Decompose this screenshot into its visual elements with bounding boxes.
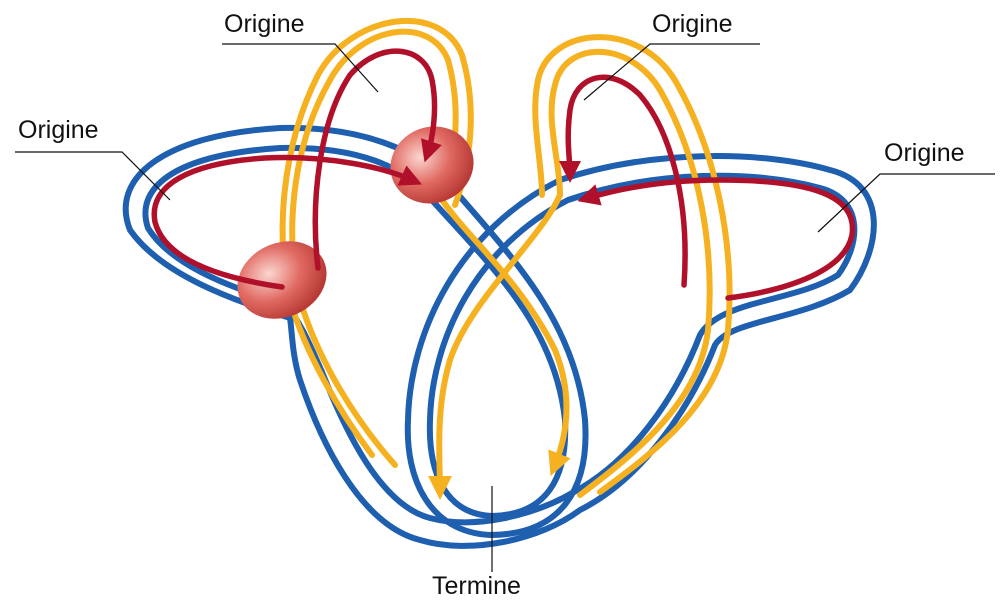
label-origin-left: Origine: [18, 118, 99, 143]
leader-lines: [15, 44, 995, 572]
blue-strand-inner-left: [145, 148, 854, 522]
label-origin-top-right: Origine: [652, 12, 733, 37]
label-terminus: Termine: [432, 574, 521, 599]
label-origin-right: Origine: [884, 141, 965, 166]
label-origin-top-left: Origine: [224, 12, 305, 37]
yellow-strand: [283, 21, 730, 495]
blue-strand-outer-left: [126, 128, 874, 546]
leader-line-left: [15, 152, 170, 200]
blue-strand: [126, 128, 874, 546]
